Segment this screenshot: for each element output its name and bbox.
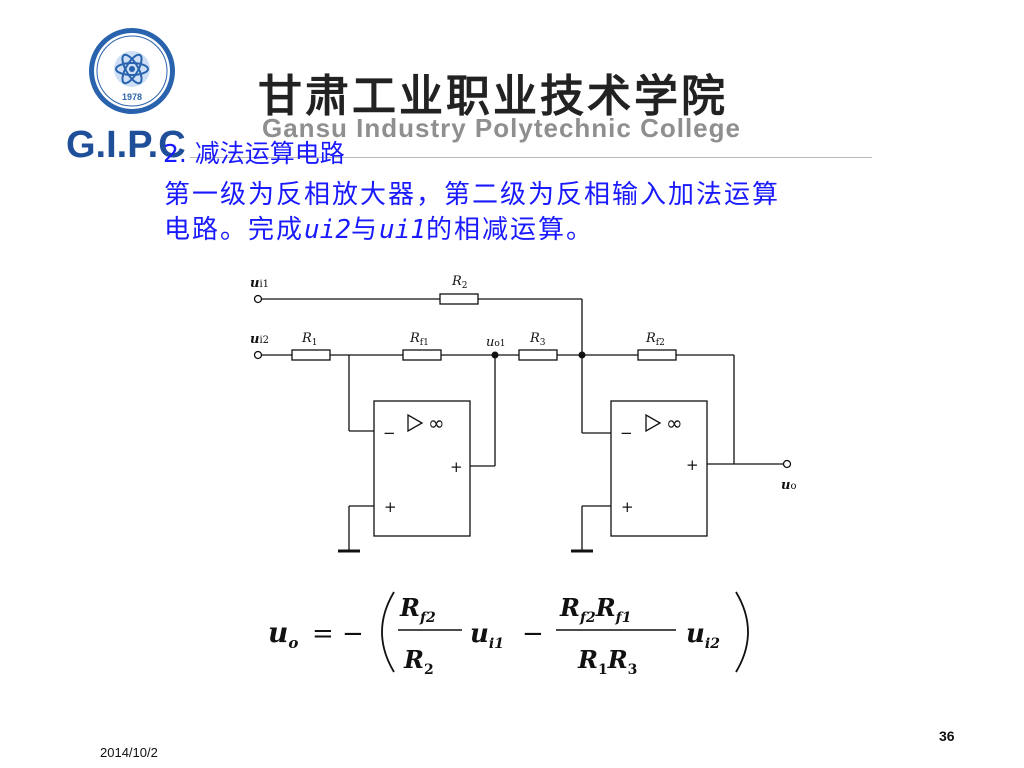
opamp2-plus-out: +	[686, 456, 699, 474]
opamp2-plus-in: +	[621, 498, 634, 516]
terminal-uo	[782, 459, 792, 469]
seal-year: 1978	[122, 92, 142, 102]
formula-equals: = −	[312, 619, 364, 649]
header-divider	[190, 157, 872, 158]
label-ui2: ui2	[250, 332, 269, 347]
node-uo1	[491, 351, 499, 359]
college-seal-logo: 1978	[89, 28, 175, 114]
body-line-2: 电路。完成ui2与ui1的相减运算。	[164, 213, 934, 248]
slide-date: 2014/10/2	[100, 745, 158, 760]
term1-variable: ui1	[470, 619, 504, 652]
formula-lhs: uo	[268, 616, 298, 652]
label-uo: uo	[781, 478, 796, 493]
label-r3: R3	[529, 331, 546, 348]
body-line-1: 第一级为反相放大器，第二级为反相输入加法运算	[164, 180, 781, 210]
opamp1-plus-out: +	[450, 458, 463, 476]
term2-denominator: R1R3	[577, 645, 637, 678]
label-uo1: uo1	[486, 335, 506, 350]
circuit-wires	[261, 293, 784, 553]
label-r2: R2	[451, 274, 468, 291]
label-rf2: Rf2	[645, 331, 665, 348]
school-name-chinese: 甘肃工业职业技术学院	[258, 71, 728, 122]
formula-minus: −	[522, 619, 544, 649]
opamp1-minus: −	[383, 424, 396, 442]
term2-numerator: Rf2Rf1	[559, 593, 631, 626]
school-name-english: Gansu Industry Polytechnic College	[262, 113, 741, 143]
node-sum	[578, 351, 586, 359]
left-parenthesis	[381, 591, 395, 673]
body-line-2-start: 电路。完成	[164, 215, 305, 246]
infinity-symbol-1: ∞	[428, 411, 445, 435]
terminal-ui1	[253, 294, 263, 304]
slide-heading: 2. 减法运算电路	[163, 139, 345, 168]
right-parenthesis	[735, 591, 749, 673]
term2-variable: ui2	[686, 619, 720, 652]
terminal-ui2	[253, 350, 263, 360]
opamp1-plus-in: +	[384, 498, 397, 516]
var-ui1: ui1	[379, 215, 426, 246]
page-number: 36	[939, 728, 955, 744]
infinity-symbol-2: ∞	[666, 411, 683, 435]
school-abbreviation: G.I.P.C	[66, 124, 186, 166]
slide-body: 第一级为反相放大器，第二级为反相输入加法运算 电路。完成ui2与ui1的相减运算…	[164, 178, 934, 249]
conjunction: 与	[350, 215, 379, 246]
body-line-2-end: 的相减运算。	[425, 215, 594, 246]
label-r1: R1	[301, 331, 318, 348]
var-ui2: ui2	[304, 215, 351, 246]
label-rf1: Rf1	[409, 331, 429, 348]
subtraction-circuit-diagram: ui1 ui2 R2 R1 Rf1 R3 Rf2 uo1 uo ∞ ∞ − + …	[250, 274, 796, 553]
opamp2-minus: −	[620, 424, 633, 442]
term1-numerator: Rf2	[399, 593, 436, 626]
term1-denominator: R2	[403, 645, 434, 678]
output-formula: uo = − Rf2 R2 ui1 − Rf2Rf1 R1R3 ui2	[268, 591, 749, 678]
label-ui1: ui1	[250, 276, 269, 291]
